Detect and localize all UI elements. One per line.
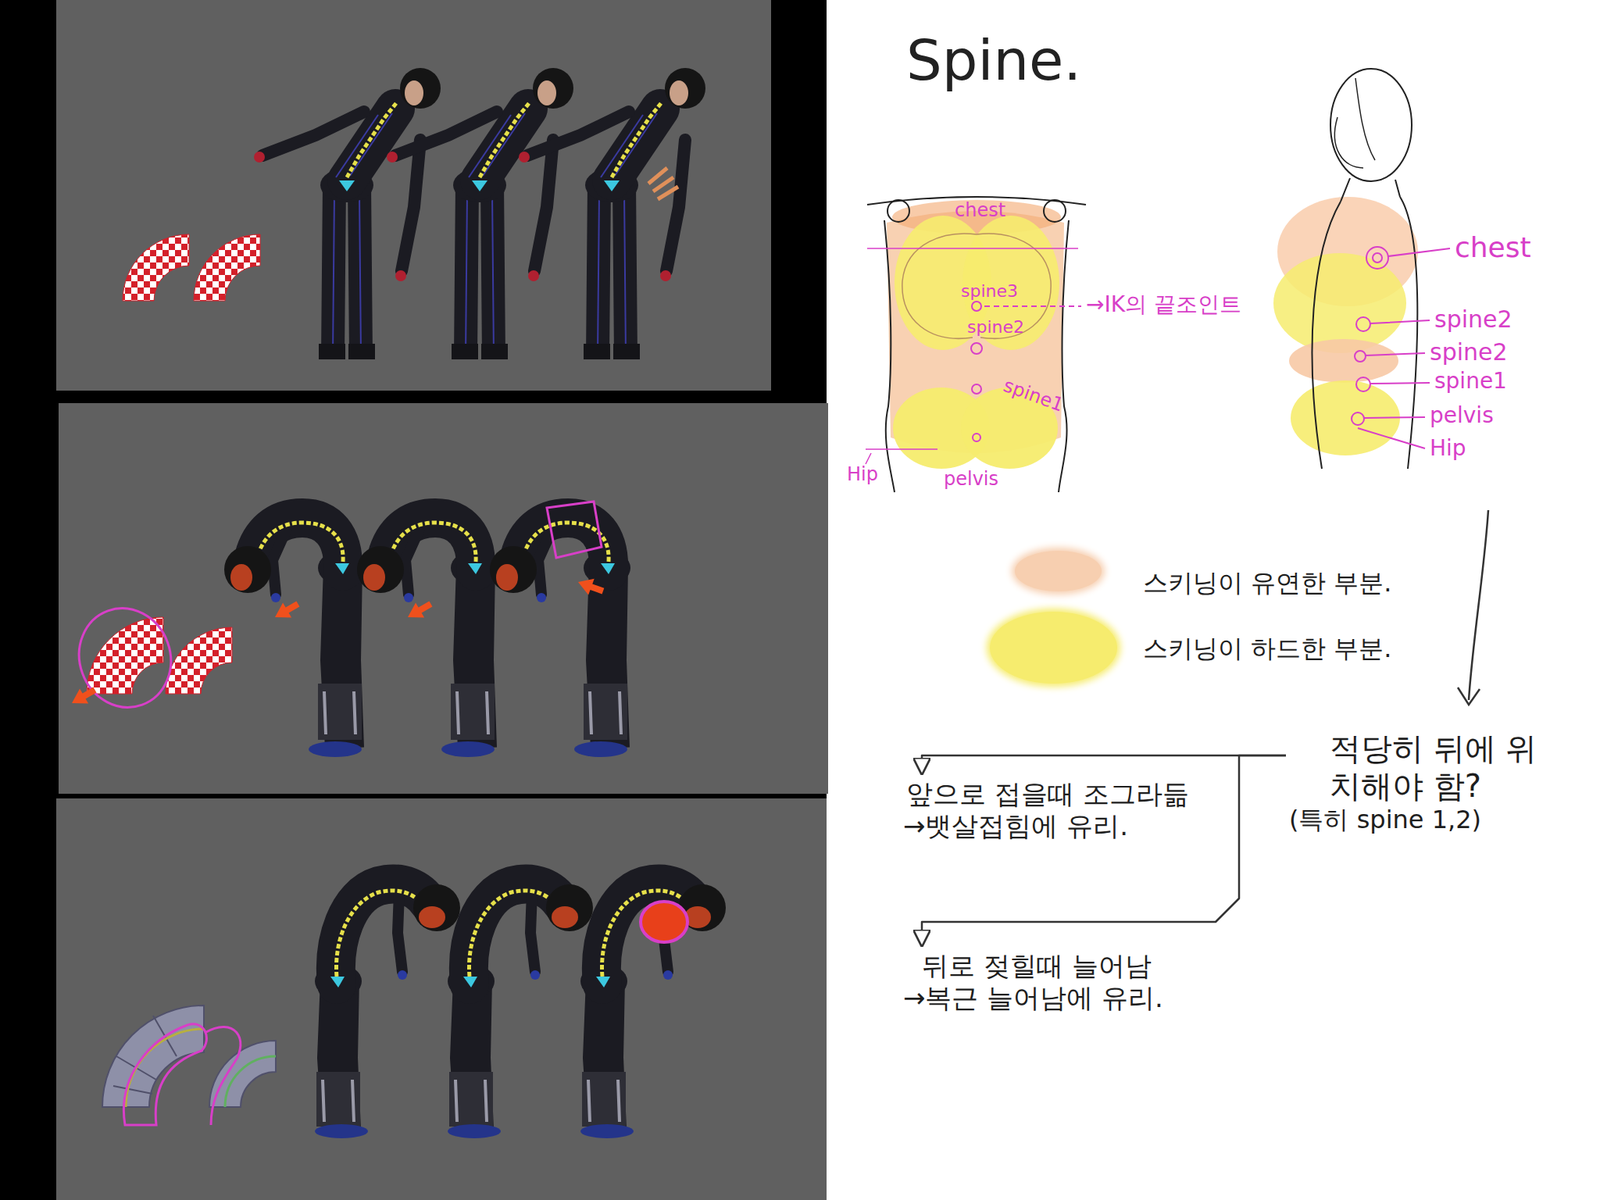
sketch-shape [447,883,593,1139]
sketch-shape [1356,317,1371,332]
panel-three [102,883,726,1139]
sketch-shape [1058,220,1069,493]
note-block: 적당히 뒤에 위치해야 함?(특히 spine 1,2) [1285,726,1552,838]
sketch-shape [125,1028,204,1108]
part-label: chest [1454,231,1532,264]
sketch-shape [209,1040,276,1108]
sketch-shape [580,883,726,1139]
sketch-shape [984,305,1082,308]
sketch-shape [1372,253,1383,263]
panel-two [65,501,631,758]
note-text: 앞으로 접을때 조그라듦 [906,778,1190,811]
part-label: Hip [1429,435,1467,461]
sketch-shape [123,1024,207,1125]
sketch-shape [1289,339,1399,383]
sketch-shape [1273,253,1407,354]
part-label: spine3 [960,281,1018,301]
legend-swatch [989,611,1118,684]
note-text: 뒤로 젖힐때 늘어남 [921,950,1164,983]
sketch-shape [1351,412,1365,425]
sketch-shape [972,433,981,442]
sketch-shape [1400,196,1418,469]
sketch-shape [1366,246,1389,269]
note-block: 앞으로 접을때 조그라듦→뱃살접힘에 유리. [903,775,1193,846]
sketch-shape [193,234,261,301]
part-label: spine2 [1429,339,1508,367]
sketch-shape [1340,178,1400,202]
sketch-shape [575,574,606,600]
sketch-shape [865,449,938,465]
title-text: Spine. [906,28,1082,93]
sketch-shape [67,682,100,711]
legend-text: 스키닝이 유연한 부분. [1142,568,1393,598]
sketch-shape [65,595,186,721]
sketch-shape [271,596,303,625]
note-text: (특히 spine 1,2) [1289,804,1549,835]
part-label: spine2 [967,317,1025,337]
sketch-shape [1356,377,1371,392]
sketch-shape [204,1026,241,1125]
sketch-shape [1334,78,1375,168]
sketch-shape [1354,350,1366,362]
legend-text: 스키닝이 하드한 부분. [1142,634,1393,664]
sketch-shape [357,517,498,758]
connector-arrow [921,755,1286,774]
sketch-shape [1043,200,1066,222]
sketch-shape [314,883,461,1139]
sketch-shape [386,67,574,360]
sketch-shape [884,220,895,493]
part-label: spine2 [1434,306,1513,334]
sketch-shape [86,617,164,694]
part-label: chest [954,200,1006,222]
sketch-shape [224,517,365,758]
note-block: 뒤로 젖힐때 늘어남→복근 늘어남에 유리. [903,946,1167,1018]
sketch-shape [489,517,631,758]
panel-one [122,67,706,360]
part-label: →IK의 끝조인트 [1085,292,1242,318]
sketch-shape [122,234,190,301]
render-panel [56,798,827,1200]
sketch-shape [887,200,910,222]
part-label: spine1 [1000,375,1067,417]
sketch-shape [1312,201,1341,469]
render-panel [56,0,772,391]
part-label: Hip [846,464,879,486]
sketch-shape [546,501,602,558]
sketch-shape [867,247,1079,250]
sketch-shape [640,901,688,943]
sketch-shape [971,384,982,394]
sketch-shape [1330,68,1412,182]
part-label: pelvis [1429,403,1494,429]
sketch-shape [971,342,983,354]
sketch-shape [1457,687,1480,705]
sketch-shape [518,67,706,360]
sketch-shape [648,167,679,200]
sketch-shape [971,301,982,311]
sketch-shape [1468,510,1489,700]
note-text: 적당히 뒤에 위치해야 함? [1329,729,1549,805]
render-panel [58,403,829,794]
note-text: →뱃살접힘에 유리. [903,810,1190,843]
sketch-shape [165,627,233,694]
part-label: pelvis [943,468,999,491]
front-torso-sketch [865,196,1086,493]
part-label: spine1 [1434,368,1508,394]
legend-swatch [1014,550,1102,592]
sketch-shape [902,233,1051,339]
sketch-shape [253,67,441,360]
note-text: →복근 늘어남에 유리. [903,982,1164,1015]
sketch-shape [403,596,436,625]
